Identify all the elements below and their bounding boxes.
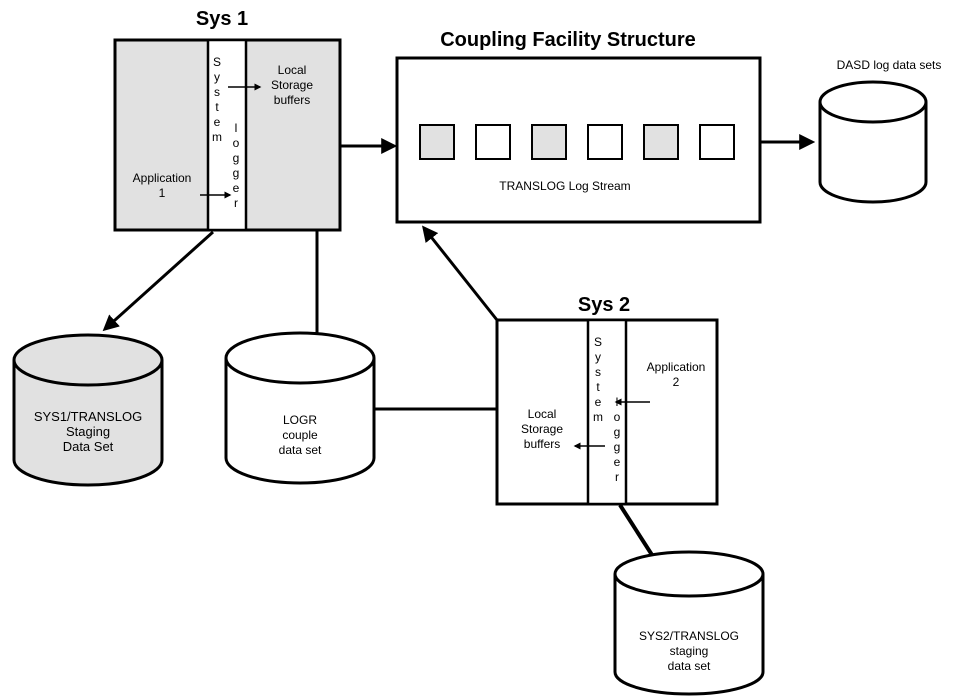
logger-letter: s: [595, 365, 601, 379]
svg-text:SYS2/TRANSLOG: SYS2/TRANSLOG: [639, 629, 739, 643]
svg-text:data set: data set: [279, 443, 322, 457]
log-stream-cell: [475, 124, 511, 160]
dasd-label: DASD log data sets: [837, 58, 942, 72]
svg-text:1: 1: [159, 186, 166, 200]
sys1-title: Sys 1: [196, 8, 248, 30]
logger-letter: t: [215, 100, 219, 114]
logger-letter: g: [233, 166, 240, 180]
sys1-staging-cylinder: [12, 333, 164, 487]
svg-text:couple: couple: [282, 428, 318, 442]
sys2-application-label: Application 2: [647, 360, 706, 389]
sys1-to-staging-arrow: [102, 230, 215, 332]
coupling-facility-title: Coupling Facility Structure: [440, 29, 696, 51]
logger-letter: l: [235, 121, 238, 135]
svg-text:Local: Local: [278, 63, 307, 77]
sys2-title: Sys 2: [578, 294, 630, 316]
logr-label: LOGR couple data set: [279, 413, 322, 457]
log-stream-cell: [643, 124, 679, 160]
svg-text:Staging: Staging: [66, 424, 110, 439]
svg-text:Local: Local: [528, 407, 557, 421]
svg-text:Application: Application: [647, 360, 706, 374]
sys1-logger-letters-right: l o g g e r: [233, 121, 240, 210]
sys1-buffers-label: Local Storage buffers: [271, 63, 313, 107]
log-stream-cell: [419, 124, 455, 160]
sys2-to-cf-arrow: [422, 225, 499, 321]
svg-text:buffers: buffers: [524, 437, 560, 451]
sys1-application-label: Application 1: [133, 171, 192, 200]
logger-letter: e: [214, 115, 221, 129]
logger-letter: S: [594, 335, 602, 349]
svg-text:Storage: Storage: [271, 78, 313, 92]
log-stream-cell: [531, 124, 567, 160]
svg-text:SYS1/TRANSLOG: SYS1/TRANSLOG: [34, 409, 142, 424]
svg-text:data set: data set: [668, 659, 711, 673]
sys1-staging-label: SYS1/TRANSLOG Staging Data Set: [34, 409, 142, 454]
sys2-staging-label: SYS2/TRANSLOG staging data set: [639, 629, 739, 673]
dasd-cylinder: [818, 80, 928, 204]
sys2-logger-letters-left: S y s t e m: [593, 335, 603, 424]
log-stream-cells: [419, 124, 735, 160]
svg-text:LOGR: LOGR: [283, 413, 317, 427]
logger-letter: r: [615, 470, 619, 484]
log-stream-cell: [699, 124, 735, 160]
sys1-logger-letters-left: S y s t e m: [212, 55, 222, 144]
logger-letter: g: [614, 440, 621, 454]
log-stream-cell: [587, 124, 623, 160]
logger-letter: r: [234, 196, 238, 210]
logger-letter: y: [214, 70, 220, 84]
logger-letter: o: [233, 136, 240, 150]
sys2-staging-cylinder: [613, 550, 765, 696]
logger-letter: S: [213, 55, 221, 69]
logger-letter: g: [614, 425, 621, 439]
svg-text:buffers: buffers: [274, 93, 310, 107]
sys2-buffers-label: Local Storage buffers: [521, 407, 563, 451]
sys2-box: [495, 318, 719, 506]
logger-letter: m: [593, 410, 603, 424]
svg-text:Storage: Storage: [521, 422, 563, 436]
logger-letter: o: [614, 410, 621, 424]
logger-letter: e: [614, 455, 621, 469]
svg-text:staging: staging: [670, 644, 709, 658]
logger-letter: e: [595, 395, 602, 409]
logger-letter: t: [596, 380, 600, 394]
logr-cylinder: [224, 331, 376, 485]
logger-letter: y: [595, 350, 601, 364]
logger-letter: e: [233, 181, 240, 195]
svg-text:2: 2: [673, 375, 680, 389]
logger-letter: m: [212, 130, 222, 144]
svg-text:Application: Application: [133, 171, 192, 185]
logger-letter: s: [214, 85, 220, 99]
log-stream-label: TRANSLOG Log Stream: [499, 179, 630, 193]
logger-letter: g: [233, 151, 240, 165]
svg-text:Data Set: Data Set: [63, 439, 114, 454]
